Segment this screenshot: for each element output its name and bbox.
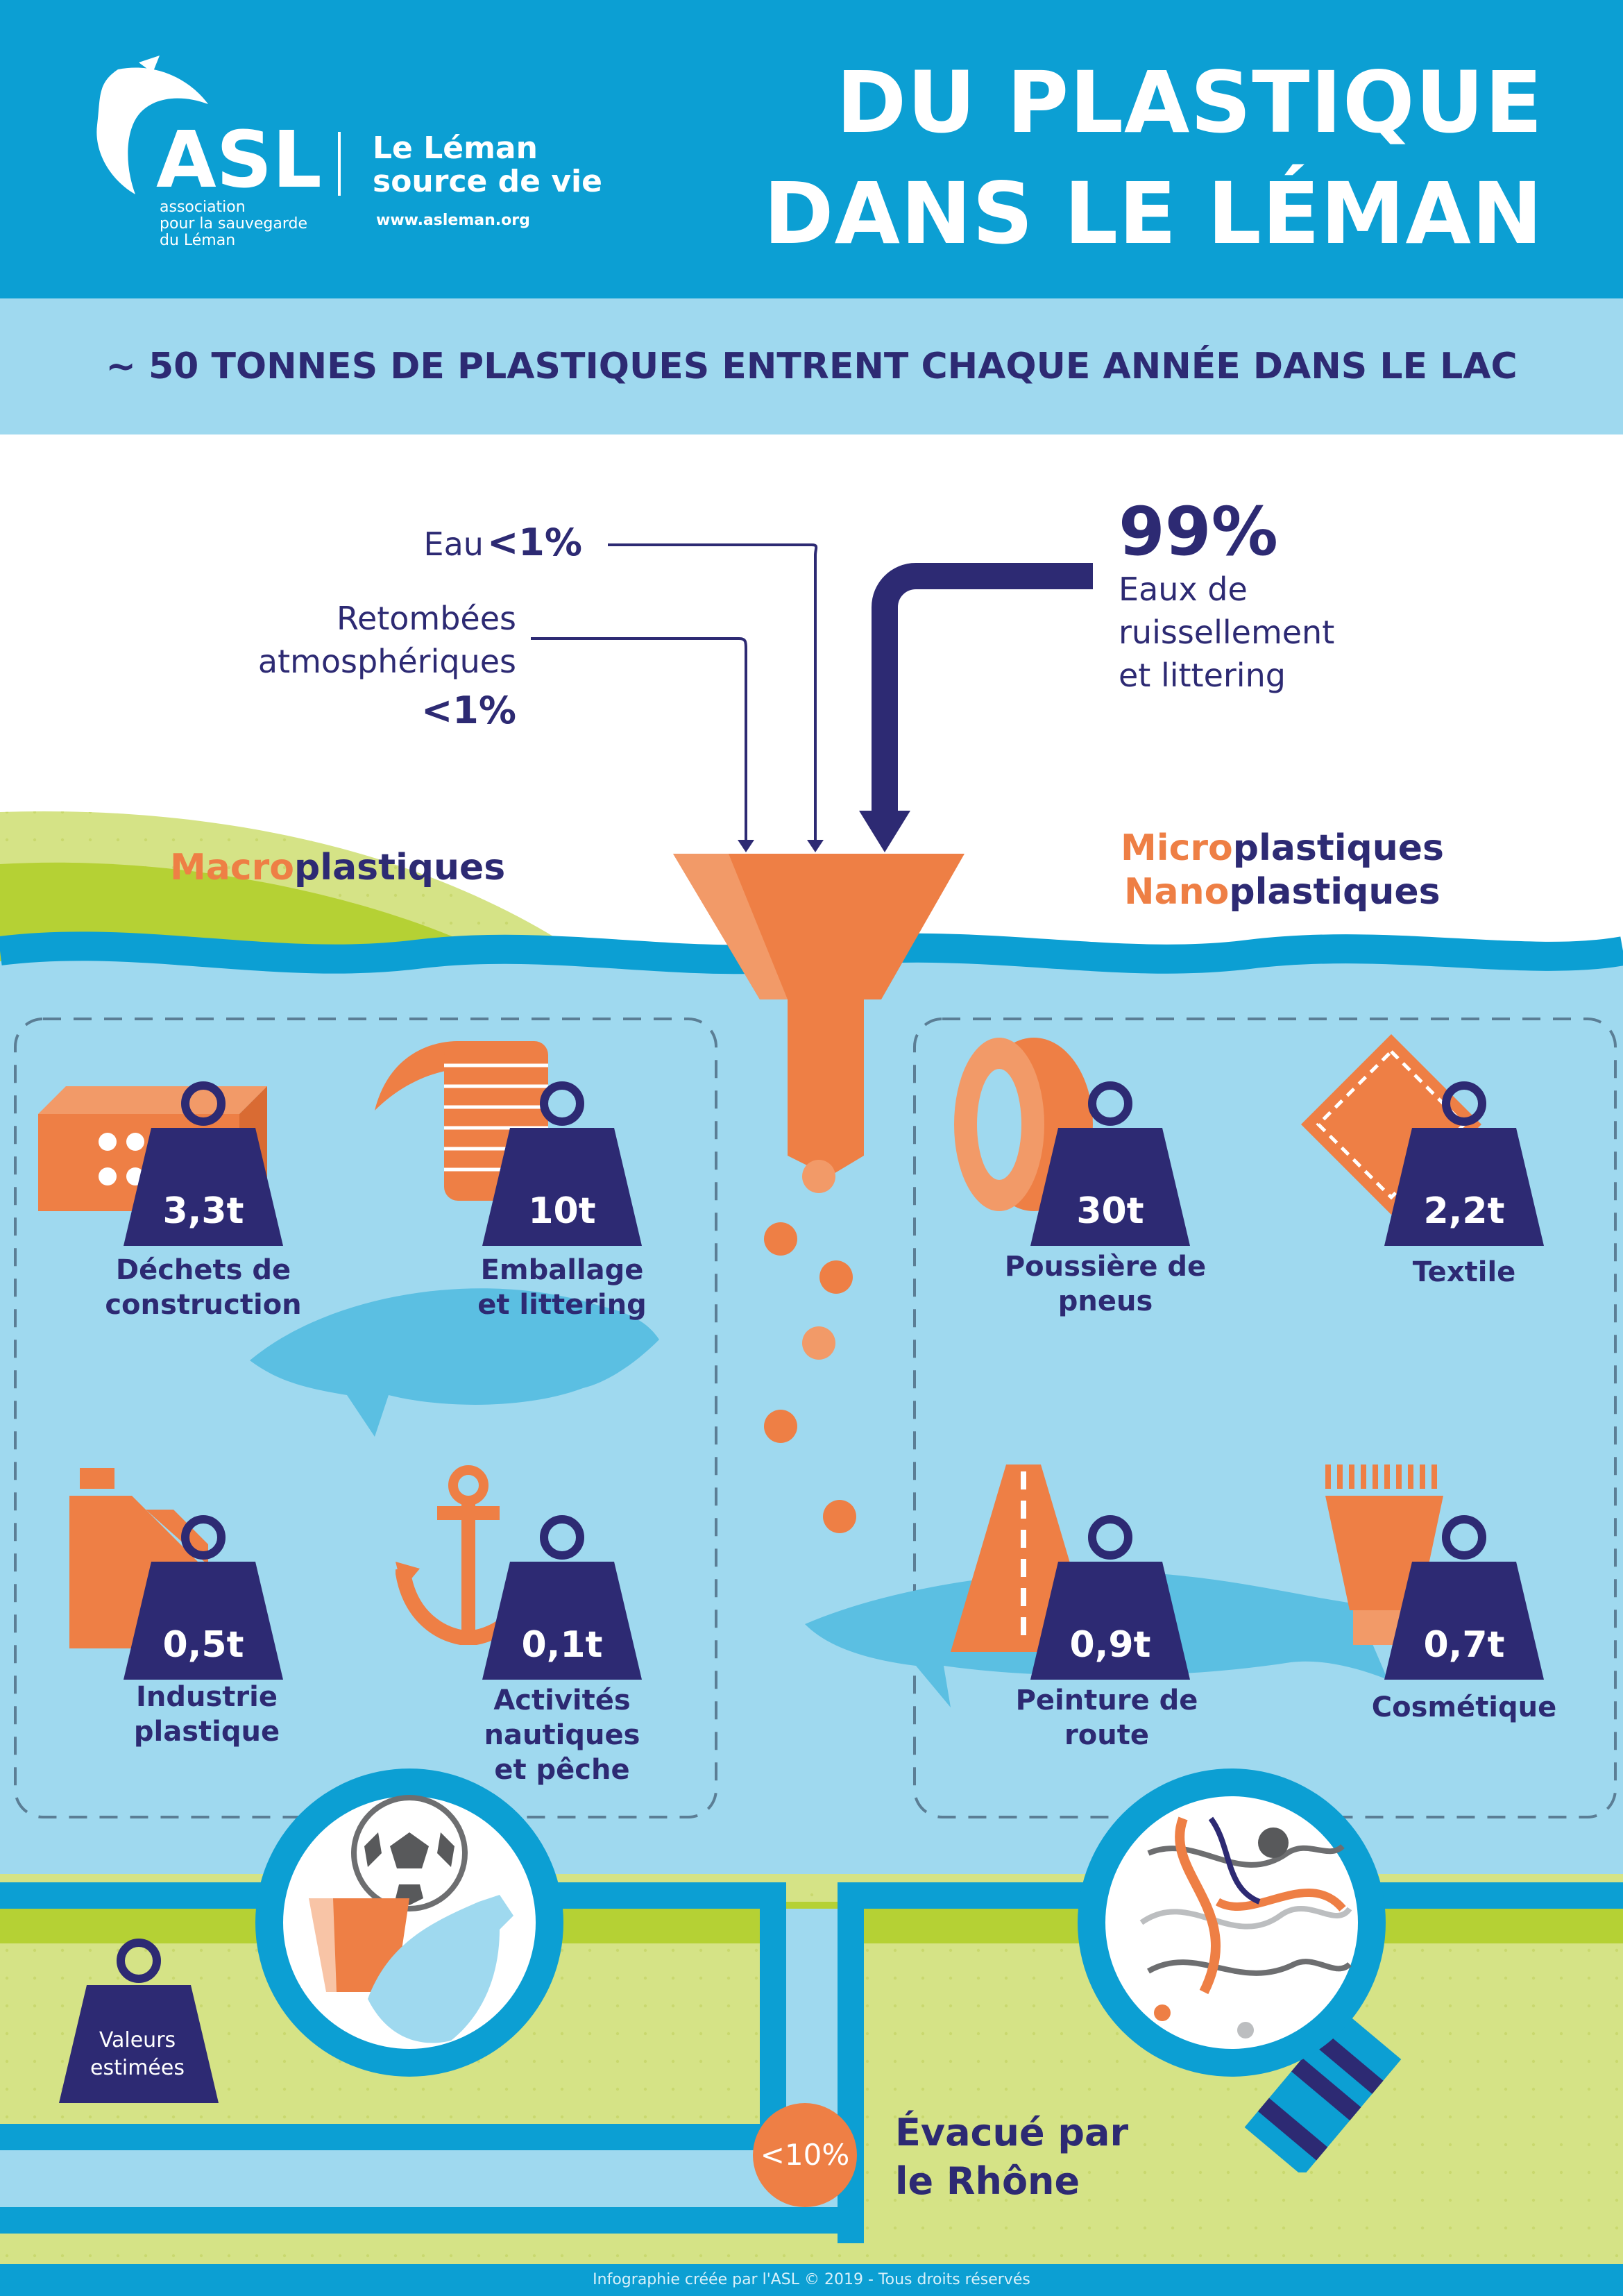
item-label-line: et pêche bbox=[494, 1754, 630, 1786]
item-label: Poussière de pneus bbox=[987, 1249, 1223, 1319]
item-label-line: Textile bbox=[1412, 1256, 1516, 1288]
legend-text-line: Valeurs bbox=[99, 2028, 176, 2052]
category-microplastics: Microplastiques bbox=[1121, 827, 1444, 869]
source-runoff-label: Eaux de ruissellement et littering bbox=[1119, 568, 1334, 697]
brand-divider bbox=[338, 132, 341, 196]
brand-tagline-line: source de vie bbox=[373, 164, 602, 199]
weight-icon bbox=[1030, 1081, 1190, 1246]
item-label: Peinture de route bbox=[989, 1683, 1225, 1753]
outflow-label: Évacué par le Rhône bbox=[895, 2109, 1128, 2206]
item-label-line: plastique bbox=[133, 1716, 280, 1748]
item-label-line: Poussière de bbox=[1004, 1251, 1207, 1283]
source-water-label: Eau bbox=[423, 525, 484, 563]
weight-icon bbox=[1384, 1515, 1544, 1680]
weight-icon bbox=[124, 1081, 283, 1246]
brand-name: ASL bbox=[156, 115, 322, 205]
bottle-icon bbox=[368, 1895, 513, 2043]
item-label-line: nautiques bbox=[484, 1719, 640, 1751]
page-title-line: DU PLASTIQUE bbox=[836, 53, 1543, 152]
outflow-label-line: le Rhône bbox=[895, 2159, 1080, 2203]
outflow-badge: <10% bbox=[753, 2103, 857, 2207]
weight-value: 10t bbox=[528, 1190, 596, 1232]
item-label-line: Déchets de bbox=[115, 1254, 291, 1286]
weight-icon bbox=[482, 1081, 642, 1246]
weight-icon bbox=[482, 1515, 642, 1680]
weight-value: 2,2t bbox=[1423, 1190, 1505, 1232]
legend-text-line: estimées bbox=[90, 2056, 185, 2080]
item-label-line: pneus bbox=[1057, 1285, 1153, 1317]
item-label: Cosmétique bbox=[1346, 1690, 1582, 1725]
source-water: Eau <1% bbox=[424, 521, 582, 566]
item-label: Activités nautiques et pêche bbox=[444, 1683, 680, 1787]
item-label-line: Activités bbox=[493, 1685, 631, 1716]
headline-text: ~ 50 TONNES DE PLASTIQUES ENTRENT CHAQUE… bbox=[105, 346, 1518, 387]
weight-value: 0,5t bbox=[162, 1624, 244, 1666]
source-runoff-label-line: Eaux de bbox=[1119, 571, 1248, 608]
dolphin-logo-icon bbox=[96, 56, 208, 194]
item-label: Textile bbox=[1346, 1255, 1582, 1290]
source-runoff-value: 99% bbox=[1119, 493, 1278, 571]
source-atmospheric: Retombées atmosphériques <1% bbox=[258, 597, 516, 732]
page-title-line: DANS LE LÉMAN bbox=[763, 164, 1543, 263]
source-atmospheric-value: <1% bbox=[421, 689, 516, 732]
category-prefix: Nano bbox=[1124, 871, 1230, 913]
magnifier-micro-icon bbox=[1078, 1769, 1402, 2172]
brand-subtitle: association pour la sauvegarde du Léman bbox=[160, 199, 326, 249]
weight-value: 0,9t bbox=[1069, 1624, 1151, 1666]
brand-subtitle-line: du Léman bbox=[160, 232, 236, 249]
item-label-line: construction bbox=[105, 1289, 302, 1321]
brand-url[interactable]: www.asleman.org bbox=[376, 212, 530, 229]
source-runoff-label-line: et littering bbox=[1119, 657, 1286, 694]
weight-value: 0,7t bbox=[1423, 1624, 1505, 1666]
brand-tagline: Le Léman source de vie bbox=[373, 132, 602, 199]
brand-tagline-line: Le Léman bbox=[373, 130, 538, 166]
funnel-icon bbox=[673, 854, 965, 1176]
source-atmospheric-label: atmosphériques bbox=[257, 643, 516, 680]
category-prefix: Macro bbox=[170, 847, 295, 888]
legend-text: Valeurs estimées bbox=[61, 2027, 214, 2082]
footer-credit: Infographie créée par l'ASL © 2019 - Tou… bbox=[593, 2271, 1030, 2288]
category-macroplastics: Macroplastiques bbox=[170, 847, 505, 888]
category-suffix: plastiques bbox=[294, 847, 506, 888]
item-label-line: Cosmétique bbox=[1371, 1691, 1557, 1723]
weight-value: 0,1t bbox=[521, 1624, 603, 1666]
ball-icon bbox=[351, 1795, 468, 1911]
weight-value: 30t bbox=[1076, 1190, 1144, 1232]
item-label-line: Emballage bbox=[480, 1254, 644, 1286]
weight-icon bbox=[124, 1515, 283, 1680]
item-label-line: route bbox=[1064, 1719, 1149, 1751]
footer-bar bbox=[0, 2264, 1623, 2296]
category-suffix: plastiques bbox=[1229, 871, 1441, 913]
source-water-value: <1% bbox=[487, 521, 582, 564]
item-label-line: et littering bbox=[477, 1289, 647, 1321]
page-title: DU PLASTIQUE DANS LE LÉMAN bbox=[763, 47, 1543, 269]
item-label-line: Peinture de bbox=[1015, 1685, 1198, 1716]
weight-icon bbox=[1384, 1081, 1544, 1246]
headline-band bbox=[0, 298, 1623, 434]
source-runoff-label-line: ruissellement bbox=[1119, 614, 1335, 651]
brand-subtitle-line: association bbox=[160, 199, 246, 216]
item-label: Industrie plastique bbox=[89, 1680, 325, 1749]
magnifier-macro-icon bbox=[255, 1769, 563, 2077]
weight-value: 3,3t bbox=[162, 1190, 244, 1232]
category-nanoplastics: Nanoplastiques bbox=[1124, 871, 1441, 913]
item-label: Déchets de construction bbox=[85, 1253, 321, 1322]
outflow-label-line: Évacué par bbox=[895, 2111, 1129, 2154]
item-label-line: Industrie bbox=[136, 1681, 278, 1713]
item-label: Emballage et littering bbox=[444, 1253, 680, 1322]
brand-subtitle-line: pour la sauvegarde bbox=[160, 215, 308, 233]
weight-icon bbox=[1030, 1515, 1190, 1680]
microplastic-particles bbox=[764, 1160, 856, 1533]
legend-weight-icon bbox=[59, 1939, 219, 2103]
category-prefix: Micro bbox=[1121, 827, 1233, 869]
category-suffix: plastiques bbox=[1232, 827, 1444, 869]
source-atmospheric-label: Retombées bbox=[337, 600, 516, 637]
header-bar bbox=[0, 0, 1623, 298]
